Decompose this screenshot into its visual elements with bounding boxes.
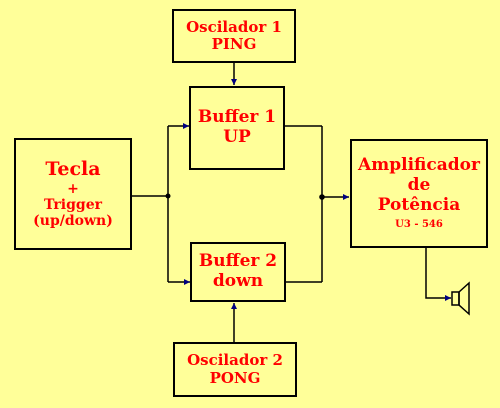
junction-dot-left <box>165 193 171 199</box>
tecla-updown-label: (up/down) <box>33 212 113 229</box>
buffer-1-block: Buffer 1 UP <box>189 86 285 170</box>
tecla-trigger-label: Trigger <box>44 196 102 213</box>
amplificador-de-label: de <box>407 174 431 195</box>
amplificador-part-code: U3 - 546 <box>395 219 443 231</box>
wire-amp-to-speaker <box>425 248 451 301</box>
tecla-plus: + <box>67 180 79 197</box>
oscilador-1-label: Oscilador 1 <box>186 17 282 36</box>
amplificador-label: Amplificador <box>358 155 480 176</box>
oscilador-1-sublabel: PING <box>211 35 257 53</box>
amplificador-potencia-label: Potência <box>377 194 461 215</box>
buffer-2-sublabel: down <box>212 271 264 291</box>
tecla-title: Tecla <box>45 157 101 180</box>
buffer-2-block: Buffer 2 down <box>190 242 286 302</box>
buffer-1-label: Buffer 1 <box>197 107 277 128</box>
tecla-trigger-block: Tecla + Trigger (up/down) <box>14 138 132 250</box>
oscilador-1-block: Oscilador 1 PING <box>172 9 296 63</box>
amplificador-block: Amplificador de Potência U3 - 546 <box>350 139 488 248</box>
buffer-2-label: Buffer 2 <box>198 251 278 272</box>
oscilador-2-block: Oscilador 2 PONG <box>173 342 297 397</box>
oscilador-2-sublabel: PONG <box>209 368 261 387</box>
speaker-icon <box>451 281 470 316</box>
buffer-1-sublabel: UP <box>223 127 251 147</box>
oscilador-2-label: Oscilador 2 <box>187 351 283 370</box>
